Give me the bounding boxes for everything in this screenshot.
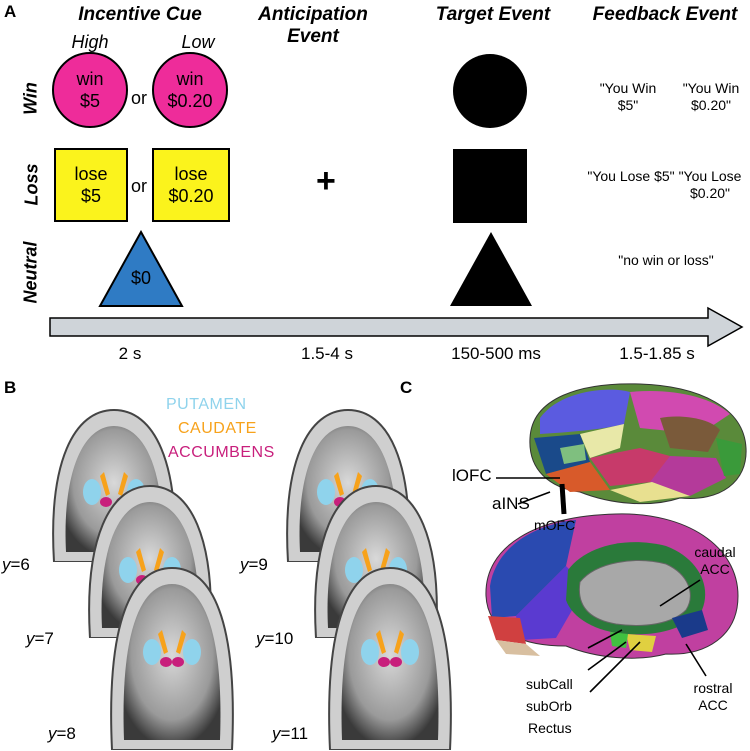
phase-title-anticipation: Anticipation Event: [258, 4, 368, 47]
label-mofc: mOFC: [534, 517, 576, 533]
timing-feedback: 1.5-1.85 s: [619, 344, 695, 363]
slice-label-6: y=11: [272, 724, 309, 743]
legend-accumbens: ACCUMBENS: [168, 444, 275, 461]
panel-a-letter: A: [4, 2, 17, 21]
feedback-loss-low: "You Lose $0.20": [678, 168, 742, 201]
cue-level-high: High: [71, 32, 109, 52]
row-label-win: Win: [20, 82, 41, 115]
row-label-loss: Loss: [21, 163, 42, 206]
panel-b-letter: B: [4, 378, 17, 397]
slice-label-4: y=9: [240, 555, 268, 574]
win-low-label: win $0.20: [167, 69, 213, 111]
fixation-cross: +: [316, 162, 336, 200]
feedback-win-low: "You Win $0.20": [682, 80, 740, 113]
slice-label-5: y=10: [256, 629, 294, 648]
neutral-label: $0: [130, 268, 152, 288]
label-rostral-acc: rostral ACC: [693, 680, 733, 713]
label-caudal-acc: caudal ACC: [694, 544, 736, 577]
timing-target: 150-500 ms: [451, 344, 541, 363]
label-subcall: subCall: [526, 676, 573, 692]
coronal-slice-6: [328, 566, 452, 750]
target-circle: [453, 54, 527, 128]
cue-level-low: Low: [181, 32, 215, 52]
win-high-circle: win $5: [52, 52, 128, 128]
phase-title-feedback: Feedback Event: [592, 4, 738, 25]
loss-high-square: lose $5: [54, 148, 128, 222]
label-suborb: subOrb: [526, 698, 572, 714]
loss-high-label: lose $5: [74, 164, 108, 206]
panel-c-letter: C: [400, 378, 413, 397]
feedback-neutral: "no win or loss": [618, 252, 714, 268]
legend-caudate: CAUDATE: [178, 420, 257, 437]
slice-label-1: y=6: [2, 555, 30, 574]
label-ains: aINS: [492, 494, 530, 513]
or-label-loss: or: [131, 176, 148, 196]
win-high-label: win $5: [76, 69, 104, 111]
medial-brain-surface: [485, 513, 739, 659]
panel-c-leader-lines: [496, 477, 707, 693]
lateral-brain-surface: [529, 383, 747, 505]
slice-label-3: y=8: [48, 724, 76, 743]
timeline-arrow: [49, 306, 744, 348]
loss-low-label: lose $0.20: [168, 164, 214, 206]
feedback-loss-high: "You Lose $5": [587, 168, 675, 184]
timing-cue: 2 s: [118, 344, 142, 363]
timing-anticipation: 1.5-4 s: [301, 344, 353, 363]
coronal-slice-3: [110, 566, 234, 750]
loss-low-square: lose $0.20: [152, 148, 230, 222]
label-rectus: Rectus: [528, 720, 572, 736]
win-low-circle: win $0.20: [152, 52, 228, 128]
or-label-win: or: [131, 88, 148, 108]
target-triangle: [450, 232, 532, 306]
neutral-triangle: [98, 230, 184, 307]
label-lofc: lOFC: [452, 466, 492, 485]
feedback-win-high: "You Win $5": [599, 80, 657, 113]
target-square: [453, 149, 527, 223]
phase-title-target: Target Event: [435, 4, 551, 25]
legend-putamen: PUTAMEN: [166, 396, 247, 413]
row-label-neutral: Neutral: [20, 241, 41, 304]
slice-label-2: y=7: [26, 629, 54, 648]
phase-title-incentive-cue: Incentive Cue: [78, 4, 202, 25]
